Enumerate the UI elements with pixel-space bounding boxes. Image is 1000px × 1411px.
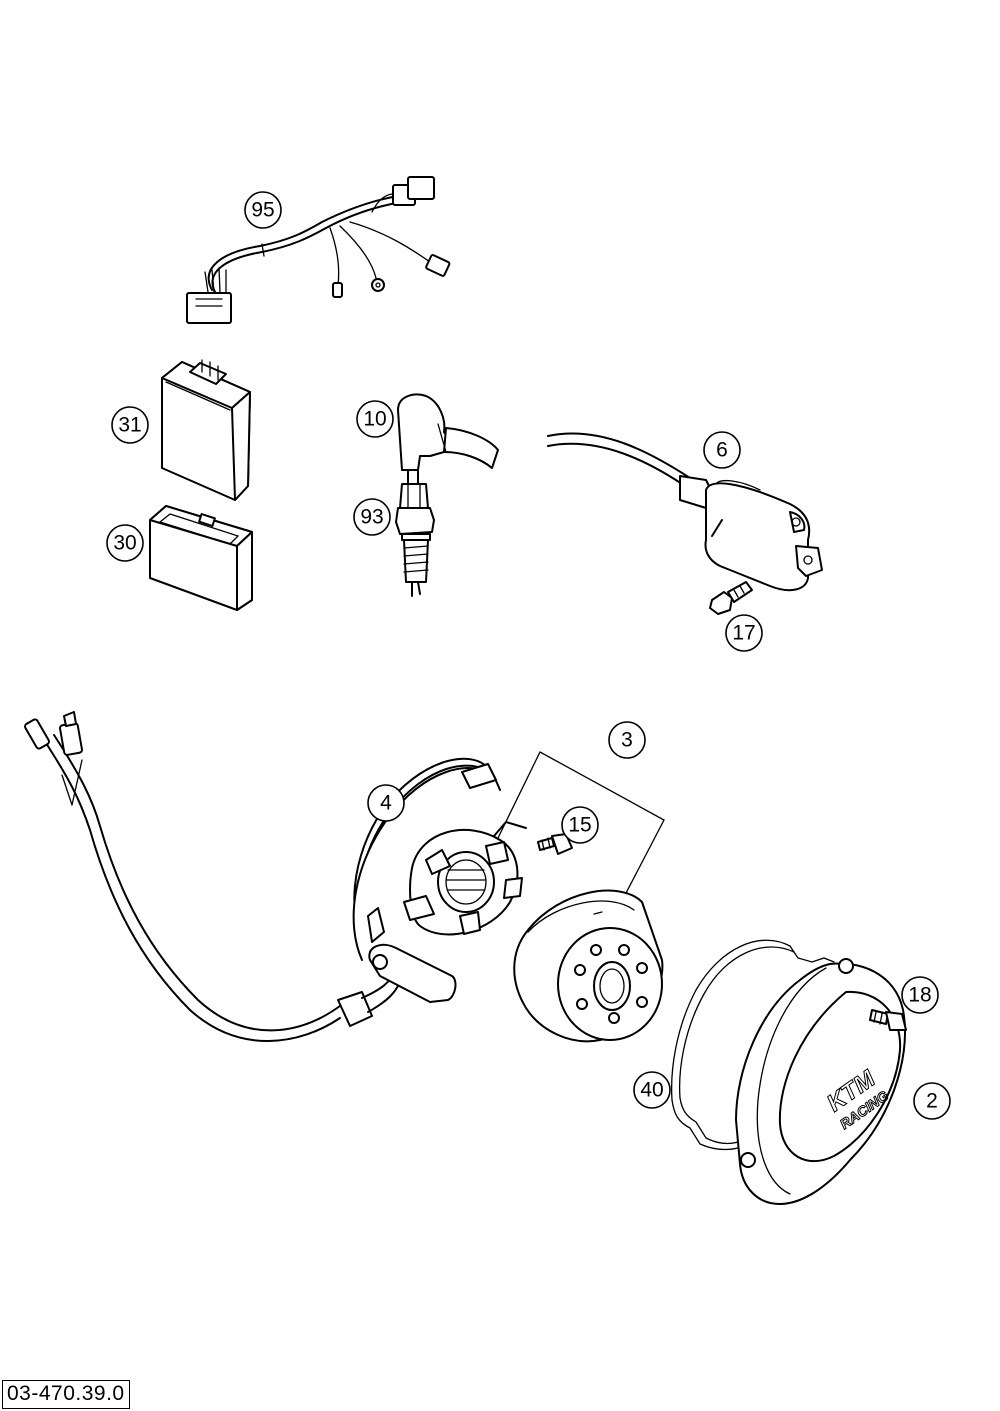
callout-10: 10 (356, 400, 394, 438)
svg-text:3: 3 (621, 729, 633, 752)
gasket-part-40 (671, 939, 835, 1151)
stator-part-4 (24, 711, 527, 1042)
svg-text:6: 6 (716, 439, 728, 462)
callout-30: 30 (106, 524, 144, 562)
callout-18: 18 (901, 976, 939, 1014)
svg-text:95: 95 (251, 199, 274, 222)
callout-4: 4 (367, 784, 405, 822)
screw-part-18 (869, 1009, 907, 1031)
callout-93: 93 (353, 498, 391, 536)
wiring-harness-part-95 (186, 176, 451, 324)
flywheel-rotor-part-3 (513, 889, 664, 1043)
callout-31: 31 (111, 406, 149, 444)
callout-40: 40 (633, 1071, 671, 1109)
svg-text:10: 10 (363, 408, 386, 431)
callout-6: 6 (703, 431, 741, 469)
svg-text:2: 2 (926, 1090, 938, 1113)
callout-15: 15 (561, 806, 599, 844)
ignition-coil-part-6 (679, 475, 823, 592)
callout-2: 2 (913, 1082, 951, 1120)
drawing-number-label: 03-470.39.0 (2, 1380, 130, 1409)
svg-text:4: 4 (380, 792, 392, 815)
svg-text:18: 18 (908, 984, 931, 1007)
ignition-cable (547, 432, 691, 489)
callout-3-leader (497, 751, 665, 896)
screw-part-17 (709, 581, 753, 615)
svg-text:15: 15 (568, 814, 591, 837)
ignition-cover-part-2: KTM RACING (735, 958, 906, 1205)
callout-3: 3 (608, 721, 646, 759)
cdi-unit-part-31 (161, 359, 251, 501)
svg-text:17: 17 (732, 622, 755, 645)
callout-95: 95 (244, 191, 282, 229)
callout-17: 17 (725, 614, 763, 652)
screw-part-15 (537, 833, 573, 855)
svg-text:40: 40 (640, 1079, 663, 1102)
svg-text:30: 30 (113, 532, 136, 555)
cdi-holder-part-30 (149, 505, 253, 611)
spark-plug-cap-part-10 (397, 393, 499, 471)
svg-text:31: 31 (118, 414, 141, 437)
svg-text:93: 93 (360, 506, 383, 529)
spark-plug-part-93 (395, 469, 435, 597)
